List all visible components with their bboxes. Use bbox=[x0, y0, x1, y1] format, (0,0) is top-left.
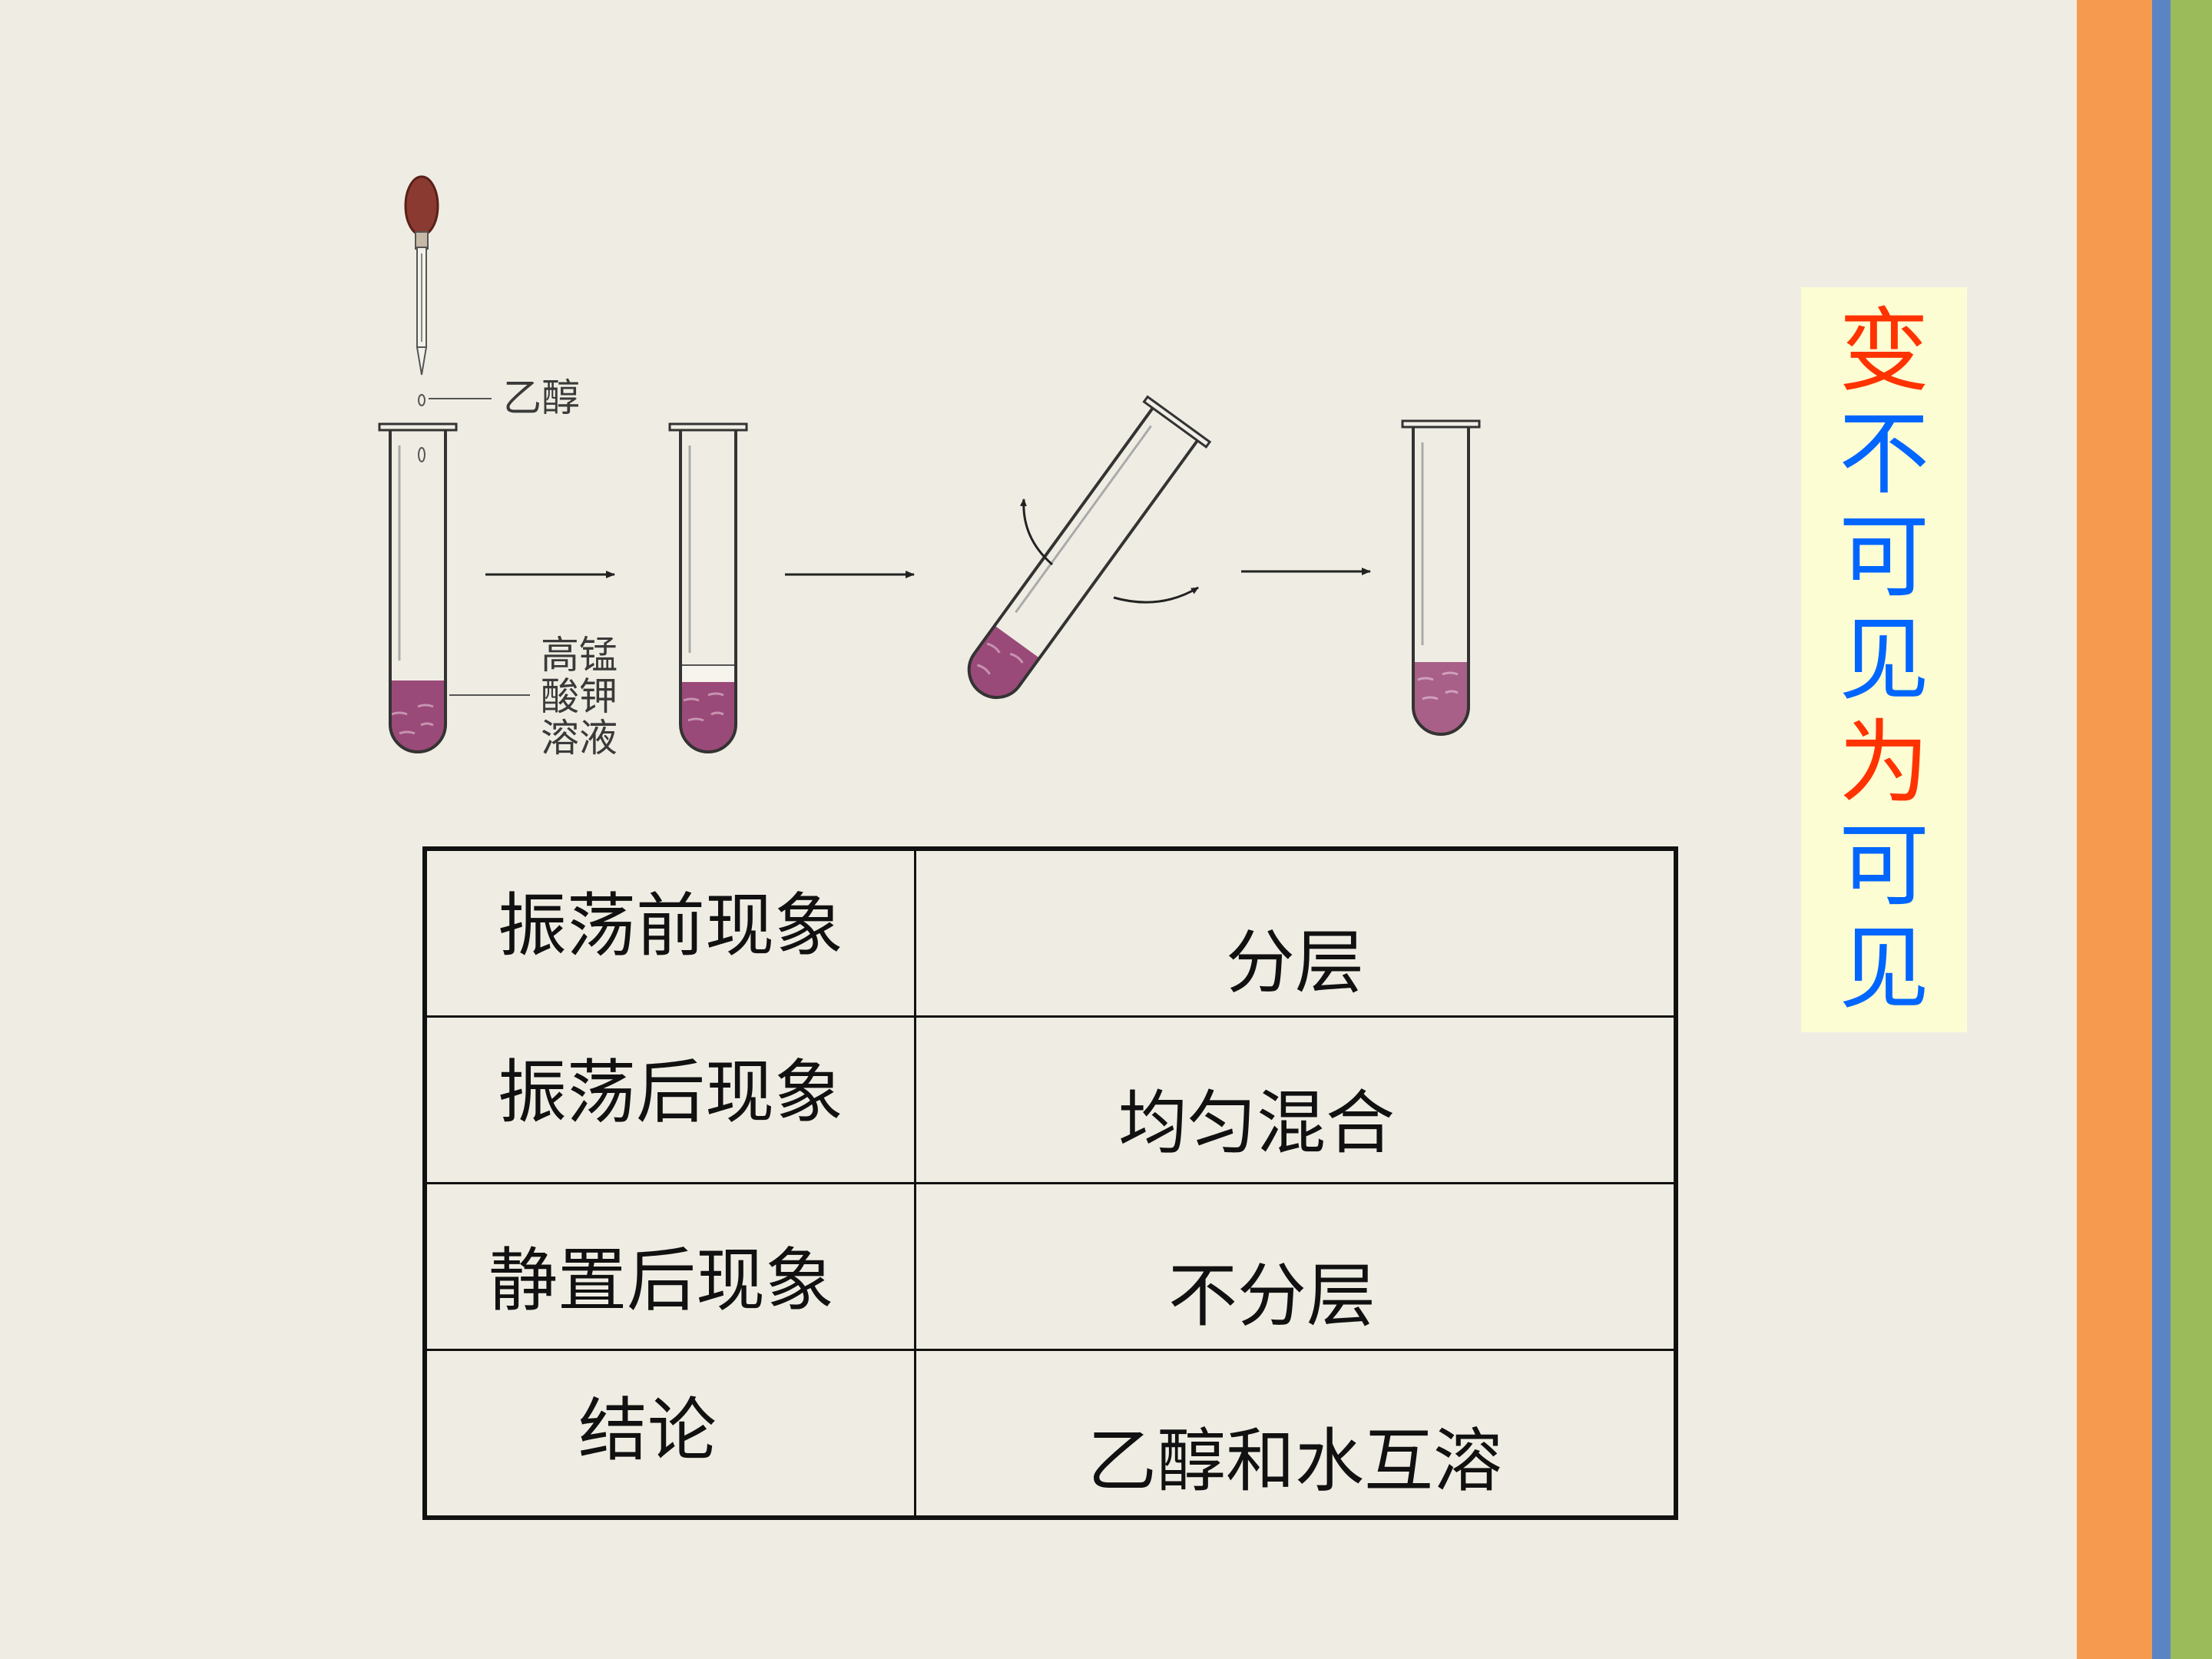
test-tube-1 bbox=[378, 422, 530, 753]
row-key: 振荡前现象 bbox=[423, 847, 916, 1018]
test-tube-2 bbox=[668, 422, 748, 753]
test-tube-3-shaking bbox=[967, 395, 1212, 700]
row-value: 乙醇和水互溶 bbox=[914, 1349, 1677, 1519]
experiment-diagram: 乙醇 高锰 酸钾 溶液 bbox=[378, 175, 1481, 760]
drop-icon bbox=[418, 394, 426, 406]
table-row: 结论 乙醇和水互溶 bbox=[423, 1349, 1677, 1519]
label-ethanol: 乙醇 bbox=[503, 376, 580, 420]
label-permanganate-2: 酸钾 bbox=[541, 674, 618, 719]
row-value: 均匀混合 bbox=[914, 1015, 1677, 1184]
slogan-char: 可 bbox=[1838, 504, 1929, 610]
dropper bbox=[404, 175, 492, 406]
row-value: 不分层 bbox=[914, 1182, 1677, 1351]
row-value: 分层 bbox=[914, 847, 1677, 1018]
table-row: 振荡后现象 均匀混合 bbox=[423, 1015, 1677, 1184]
slogan-vertical: 变不可见为可见 bbox=[1801, 287, 1967, 1032]
label-permanganate-3: 溶液 bbox=[541, 716, 618, 760]
row-key: 振荡后现象 bbox=[423, 1015, 916, 1184]
slogan-char: 可 bbox=[1838, 813, 1929, 919]
decor-stripe-orange bbox=[2077, 0, 2152, 1659]
shake-arrow-right bbox=[1113, 586, 1199, 604]
slogan-char: 见 bbox=[1838, 916, 1929, 1022]
row-key: 结论 bbox=[423, 1349, 916, 1519]
row-key: 静置后现象 bbox=[423, 1182, 916, 1351]
slogan-char: 变 bbox=[1838, 298, 1929, 404]
slogan-char: 见 bbox=[1838, 607, 1929, 713]
test-tube-4 bbox=[1401, 419, 1481, 736]
table-row: 静置后现象 不分层 bbox=[423, 1182, 1677, 1351]
slogan-char: 不 bbox=[1838, 401, 1929, 507]
slogan-char: 为 bbox=[1838, 710, 1929, 816]
decor-stripe-blue bbox=[2152, 0, 2171, 1659]
label-permanganate-1: 高锰 bbox=[541, 633, 618, 677]
table-row: 振荡前现象 分层 bbox=[423, 847, 1677, 1018]
decor-stripe-green bbox=[2171, 0, 2212, 1659]
results-table: 振荡前现象 分层 振荡后现象 均匀混合 静置后现象 不分层 结论 乙醇和水互溶 bbox=[422, 846, 1678, 1520]
shake-arrow-left bbox=[1019, 498, 1053, 566]
